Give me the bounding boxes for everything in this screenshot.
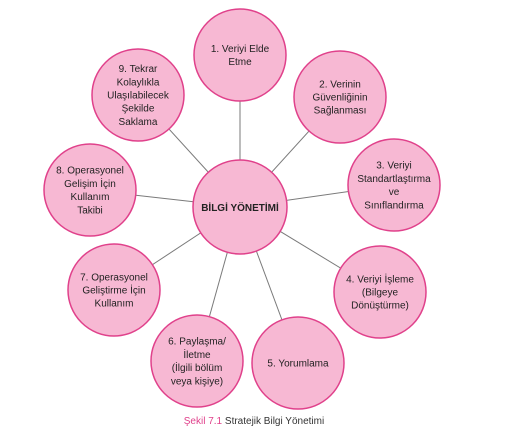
- step-label: Güvenliğinin: [312, 93, 367, 104]
- step-label: 3. Veriyi: [376, 161, 412, 172]
- figure-number: Şekil 7.1: [183, 416, 223, 427]
- step-label: Sağlanması: [314, 106, 367, 117]
- step-label: 8. Operasyonel: [56, 166, 124, 177]
- step-circle: [251, 316, 345, 410]
- step-circle: [91, 48, 185, 142]
- step-label: ve: [389, 187, 400, 198]
- step-node-5: 5. Yorumlama: [251, 316, 345, 410]
- step-label: 2. Verinin: [319, 79, 361, 90]
- step-circle: [347, 138, 441, 232]
- step-label: Kolaylıkla: [117, 77, 160, 88]
- step-label: Sınıflandırma: [364, 200, 424, 211]
- step-label: veya kişiye): [171, 376, 223, 387]
- step-circle: [293, 50, 387, 144]
- step-label: Standartlaştırma: [357, 174, 431, 185]
- step-node-6: 6. Paylaşma/İletme(İlgili bölüm veya kişi…: [150, 314, 244, 408]
- step-label: 4. Veriyi İşleme: [346, 272, 414, 285]
- step-label: 6. Paylaşma/: [168, 337, 226, 348]
- step-label: Etme: [228, 57, 252, 68]
- step-label: Kullanım: [71, 192, 110, 203]
- step-node-9: 9. TekrarKolaylıklaUlaşılabilecekŞekilde…: [91, 48, 185, 142]
- step-label: (İlgili bölüm: [172, 361, 223, 374]
- step-label: 1. Veriyi Elde: [211, 44, 270, 55]
- step-label: Gelişim İçin: [64, 177, 116, 190]
- step-label: 9. Tekrar: [119, 64, 158, 75]
- step-label: Ulaşılabilecek: [107, 91, 170, 102]
- center-circle: [192, 159, 288, 255]
- figure-title: Stratejik Bilgi Yönetimi: [224, 416, 325, 427]
- step-label: (Bilgeye: [362, 288, 399, 299]
- figure-caption: Şekil 7.1 Stratejik Bilgi Yönetimi: [0, 416, 508, 427]
- step-label: Şekilde: [122, 104, 155, 115]
- step-circle: [43, 143, 137, 237]
- step-label: Dönüştürme): [351, 301, 409, 312]
- step-label: Geliştirme İçin: [82, 284, 145, 297]
- step-circle: [67, 243, 161, 337]
- step-label: Kullanım: [95, 299, 134, 310]
- center-label: BİLGİ YÖNETİMİ: [201, 201, 279, 214]
- step-label: Takibi: [77, 205, 103, 216]
- step-label: İletme: [183, 348, 211, 361]
- step-label: 7. Operasyonel: [80, 272, 148, 283]
- step-circle: [150, 314, 244, 408]
- step-circle: [193, 8, 287, 102]
- center-node: BİLGİ YÖNETİMİ: [192, 159, 288, 255]
- step-label: Saklama: [119, 117, 158, 128]
- step-circle: [333, 245, 427, 339]
- step-label: 5. Yorumlama: [267, 359, 329, 370]
